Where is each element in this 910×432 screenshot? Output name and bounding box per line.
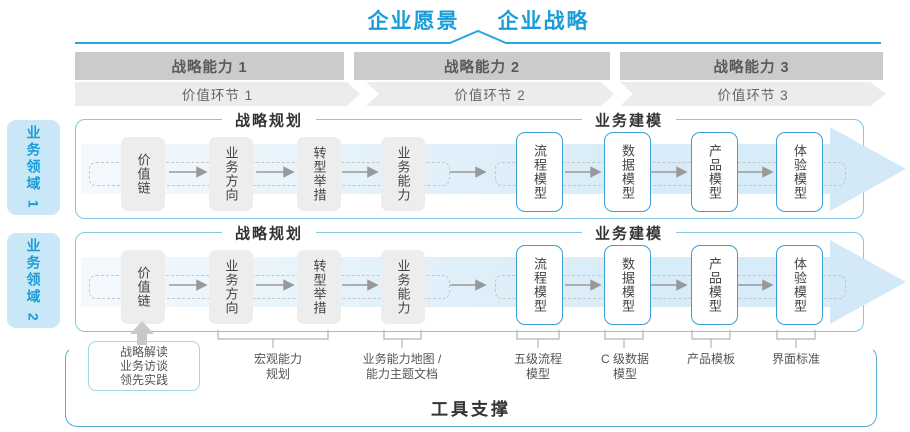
capability-bar-1: 战略能力 1: [75, 52, 344, 80]
box-business-capability: 业务能力: [381, 137, 425, 211]
domain-1-text: 业务领域 1: [25, 124, 42, 211]
domain-label-1: 业务领域 1: [7, 120, 60, 215]
capability-bar-1-label: 战略能力 1: [171, 59, 248, 76]
box-experience-model: 体验模型: [776, 245, 823, 325]
box-experience-model: 体验模型: [776, 132, 823, 212]
value-link-chevron-2: 价值环节 2: [366, 82, 614, 106]
footnote-line: C 级数据: [600, 352, 649, 366]
box-transformation-initiatives: 转型举措: [297, 250, 341, 324]
box-value-chain: 价值链: [121, 250, 165, 324]
box-business-direction: 业务方向: [209, 250, 253, 324]
footnote-product-template: 产品模板: [646, 352, 776, 367]
footnote-process-model: 五级流程 模型: [473, 352, 603, 381]
domain-label-2: 业务领域 2: [7, 233, 60, 328]
footnote-line: 领先实践: [119, 373, 168, 387]
strategy-title: 企业战略: [497, 10, 590, 33]
box-transformation-initiatives: 转型举措: [297, 137, 341, 211]
tool-support-container: 工具支撑: [65, 346, 877, 427]
footnote-line: 业务能力地图 /: [362, 352, 442, 366]
footnote-line: 规划: [265, 366, 290, 381]
value-link-2-label: 价值环节 2: [454, 88, 526, 103]
top-title-row: 企业愿景 企业战略: [75, 5, 882, 35]
footnote-line: 模型: [612, 366, 637, 381]
value-link-chevron-1: 价值环节 1: [75, 82, 360, 106]
modeling-dashed-track: [495, 275, 846, 299]
value-link-chevron-3: 价值环节 3: [620, 82, 886, 106]
box-business-capability: 业务能力: [381, 250, 425, 324]
capability-bar-3-label: 战略能力 3: [713, 59, 790, 76]
planning-dashed-track: [89, 275, 450, 299]
footnote-c-level-data-model: C 级数据 模型: [560, 352, 690, 381]
flow-arrow-head: [830, 127, 906, 211]
vision-title: 企业愿景: [367, 10, 460, 33]
footnote-line: 业务访谈: [119, 359, 168, 373]
box-product-model: 产品模型: [691, 132, 738, 212]
footnote-strategy-interpretation: 战略解读 业务访谈 领先实践: [88, 341, 200, 391]
box-data-model: 数据模型: [604, 132, 651, 212]
box-value-chain: 价值链: [121, 137, 165, 211]
footnote-line: 界面标准: [771, 352, 820, 366]
value-link-3-label: 价值环节 3: [717, 88, 789, 103]
capability-bar-3: 战略能力 3: [620, 52, 883, 80]
section-header-modeling: 业务建模: [581, 222, 677, 244]
box-business-direction: 业务方向: [209, 137, 253, 211]
footnote-line: 模型: [525, 366, 550, 381]
footnote-capability-map: 业务能力地图 / 能力主题文档: [337, 352, 467, 381]
box-process-model: 流程模型: [516, 132, 563, 212]
domain-2-text: 业务领域 2: [25, 237, 42, 324]
planning-dashed-track: [89, 162, 450, 186]
section-header-modeling: 业务建模: [581, 109, 677, 131]
footnote-ui-standard: 界面标准: [731, 352, 861, 367]
domain-2-panel: 战略规划 业务建模 价值链 业务方向 转型举措 业务能力 流程模型 数据模型 产…: [75, 222, 906, 332]
box-process-model: 流程模型: [516, 245, 563, 325]
footnote-line: 能力主题文档: [365, 366, 438, 381]
footnote-line: 战略解读: [119, 345, 168, 359]
footnote-macro-capability: 宏观能力 规划: [213, 352, 343, 381]
value-link-1-label: 价值环节 1: [181, 88, 254, 103]
section-header-planning: 战略规划: [221, 222, 317, 244]
domain-1-panel: 战略规划 业务建模 价值链 业务方向 转型举措 业务能力 流程模型 数据模型 产…: [75, 109, 906, 219]
modeling-dashed-track: [495, 162, 846, 186]
flow-arrow-head: [830, 240, 906, 324]
footnote-line: 产品模板: [686, 352, 735, 366]
tool-support-label: 工具支撑: [431, 400, 511, 419]
footnote-line: 宏观能力: [253, 352, 302, 366]
section-header-planning: 战略规划: [221, 109, 317, 131]
capability-bar-2-label: 战略能力 2: [443, 59, 521, 76]
box-product-model: 产品模型: [691, 245, 738, 325]
capability-bar-2: 战略能力 2: [354, 52, 610, 80]
footnote-line: 五级流程: [513, 352, 562, 366]
box-data-model: 数据模型: [604, 245, 651, 325]
